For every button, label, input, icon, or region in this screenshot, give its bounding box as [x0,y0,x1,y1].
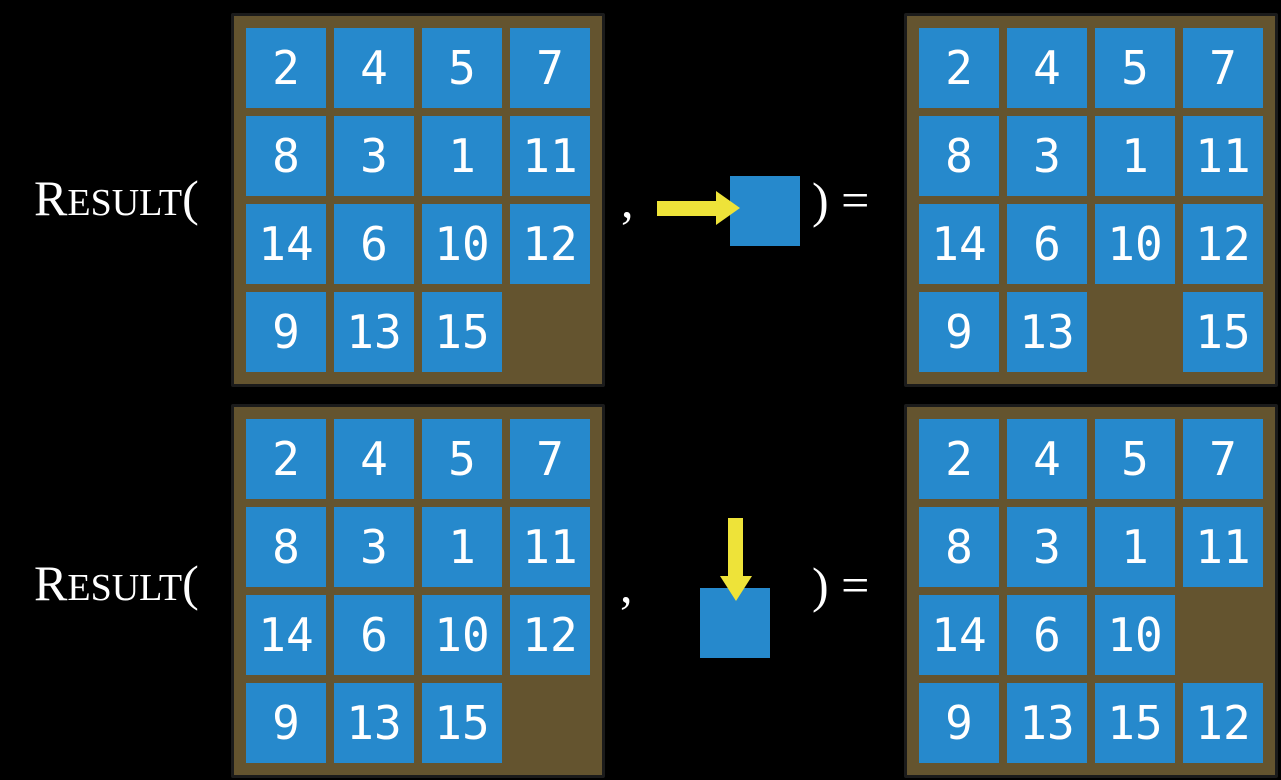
arrow-shaft [728,518,743,578]
puzzle-tile: 10 [422,204,502,284]
puzzle-tile: 5 [1095,419,1175,499]
puzzle-tile: 14 [919,204,999,284]
puzzle-tile: 15 [422,292,502,372]
blank-tile-square-row1 [730,176,800,246]
puzzle-tile: 4 [334,28,414,108]
puzzle-tile: 8 [246,116,326,196]
puzzle-tile: 1 [422,116,502,196]
puzzle-tile: 6 [334,204,414,284]
puzzle-tile: 15 [422,683,502,763]
puzzle-tile: 13 [1007,292,1087,372]
empty-cell [1095,292,1175,372]
puzzle-tile: 3 [1007,507,1087,587]
puzzle-tile: 10 [1095,595,1175,675]
puzzle-tile: 12 [510,595,590,675]
puzzle-tile: 3 [334,507,414,587]
puzzle-tile: 14 [246,204,326,284]
arrow-head [720,576,752,601]
puzzle-tile: 4 [1007,28,1087,108]
puzzle-tile: 14 [246,595,326,675]
puzzle-tile: 1 [1095,507,1175,587]
puzzle-tile: 15 [1095,683,1175,763]
puzzle-tile: 15 [1183,292,1263,372]
puzzle-tile: 8 [919,116,999,196]
result-function-label: RESULT( [34,173,199,223]
puzzle-tile: 4 [334,419,414,499]
result-label-rest: ESULT [67,567,183,609]
puzzle-tile: 5 [422,28,502,108]
puzzle-tile: 12 [510,204,590,284]
puzzle-tile: 10 [422,595,502,675]
puzzle-tile: 1 [422,507,502,587]
empty-cell [510,292,590,372]
close-paren-equals: ) = [812,172,870,228]
puzzle-tile: 12 [1183,204,1263,284]
puzzle-tile: 9 [246,683,326,763]
puzzle-tile: 5 [1095,28,1175,108]
arrow-head [716,191,740,225]
empty-cell [510,683,590,763]
result-label-initial: R [34,555,68,611]
puzzle-tile: 11 [1183,507,1263,587]
puzzle-tile: 7 [1183,419,1263,499]
puzzle-tile: 1 [1095,116,1175,196]
puzzle-tile: 6 [1007,595,1087,675]
puzzle-tile: 9 [919,292,999,372]
puzzle-tile: 5 [422,419,502,499]
puzzle-tile: 3 [1007,116,1087,196]
result-label-rest: ESULT [67,182,183,224]
puzzle-tile: 7 [1183,28,1263,108]
puzzle-tile: 7 [510,419,590,499]
puzzle-tile: 6 [1007,204,1087,284]
puzzle-tile: 6 [334,595,414,675]
arrow-shaft [657,201,719,216]
empty-cell [1183,595,1263,675]
comma: , [621,172,634,228]
open-paren: ( [182,170,199,226]
result-function-label: RESULT( [34,558,199,608]
puzzle-tile: 12 [1183,683,1263,763]
puzzle-tile: 2 [246,28,326,108]
puzzle-tile: 9 [919,683,999,763]
puzzle-tile: 11 [1183,116,1263,196]
open-paren: ( [182,555,199,611]
puzzle-tile: 2 [919,28,999,108]
puzzle-tile: 13 [1007,683,1087,763]
puzzle-tile: 3 [334,116,414,196]
puzzle-tile: 13 [334,292,414,372]
close-paren-equals: ) = [812,557,870,613]
puzzle-tile: 2 [246,419,326,499]
puzzle-tile: 11 [510,116,590,196]
puzzle-tile: 2 [919,419,999,499]
puzzle-tile: 14 [919,595,999,675]
puzzle-tile: 8 [919,507,999,587]
comma: , [620,557,633,613]
puzzle-tile: 9 [246,292,326,372]
result-label-initial: R [34,170,68,226]
puzzle-tile: 11 [510,507,590,587]
puzzle-tile: 4 [1007,419,1087,499]
puzzle-tile: 8 [246,507,326,587]
puzzle-tile: 10 [1095,204,1175,284]
puzzle-tile: 7 [510,28,590,108]
puzzle-tile: 13 [334,683,414,763]
